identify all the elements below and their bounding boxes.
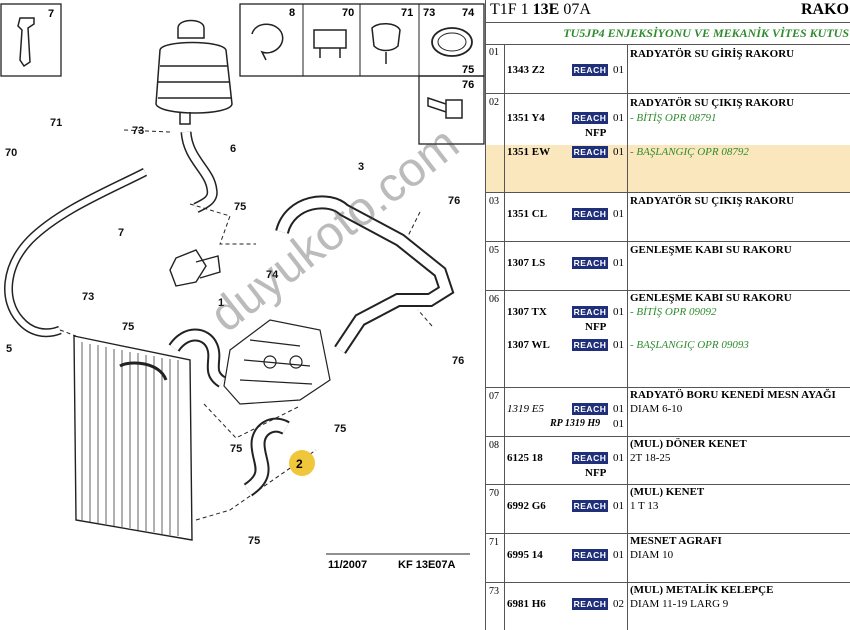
callout-75b: 75 [122, 321, 134, 333]
guide-lines [59, 129, 433, 521]
reach-badge: REACH [572, 500, 608, 512]
figure-code: KF 13E07A [398, 559, 456, 571]
reach-badge: REACH [572, 112, 608, 124]
callout-75d: 75 [334, 423, 346, 435]
catalog-subheader: TU5JP4 ENJEKSİYONU VE MEKANİK VİTES KUTU… [486, 22, 850, 45]
reach-badge: REACH [572, 339, 608, 351]
figure-footer: 11/2007 KF 13E07A [326, 553, 470, 571]
callout-75a: 75 [234, 201, 246, 213]
table-row[interactable]: 07 1319 E5 REACH 01 RADYATÖ BORU KENEDİ … [486, 388, 850, 437]
callout-76a: 76 [448, 195, 460, 207]
inset-label-71: 71 [401, 7, 413, 19]
table-row[interactable]: 01 1343 Z2 REACH 01 RADYATÖR SU GİRİŞ RA… [486, 44, 850, 94]
reach-badge: REACH [572, 403, 608, 415]
row-highlight [486, 145, 850, 192]
inset-label-74: 74 [462, 7, 475, 19]
inset-label-73: 73 [423, 7, 435, 19]
callout-2: 2 [296, 457, 303, 471]
catalog-header: T1F 1 13E 07A RAKO [486, 0, 850, 23]
table-row[interactable]: 73 6981 H6 REACH 02 (MUL) METALİK KELEPÇ… [489, 584, 774, 610]
callout-70: 70 [5, 147, 17, 159]
table-row[interactable]: 70 6992 G6 REACH 01 (MUL) KENET 1 T 13 [486, 485, 850, 534]
callout-76b: 76 [452, 355, 464, 367]
callout-1: 1 [218, 297, 224, 309]
inset-label-8: 8 [289, 7, 295, 19]
callout-2-highlight [289, 450, 315, 476]
table-row[interactable]: 08 6125 18 REACH 01 (MUL) DÖNER KENET 2T… [486, 437, 850, 485]
callout-3: 3 [358, 161, 364, 173]
inset-label-76: 76 [462, 79, 474, 91]
callout-73a: 73 [132, 125, 144, 137]
radiator [73, 335, 193, 541]
outlet-housing [169, 249, 221, 287]
callout-71: 71 [50, 117, 62, 129]
parts-catalog: T1F 1 13E 07A RAKO TU5JP4 ENJEKSİYONU VE… [485, 0, 850, 630]
inset-label-7: 7 [48, 8, 54, 20]
engine-block [223, 319, 331, 405]
table-row[interactable]: 02 1351 Y4 REACH 01 RADYATÖR SU ÇIKIŞ RA… [486, 94, 850, 193]
callout-74: 74 [266, 269, 279, 281]
reach-badge: REACH [572, 257, 608, 269]
table-row[interactable]: 06 1307 TX REACH 01 GENLEŞME KABI SU RAK… [486, 291, 850, 388]
catalog-code: T1F 1 13E 07A [490, 1, 591, 18]
inset-box-bolt: 75 76 [418, 64, 485, 145]
inset-label-70: 70 [342, 7, 354, 19]
parts-diagram: 7 8 70 71 73 74 75 76 [0, 3, 485, 571]
inset-label-75: 75 [462, 64, 474, 76]
reach-badge: REACH [572, 549, 608, 561]
callout-6: 6 [230, 143, 236, 155]
reach-badge: REACH [572, 598, 608, 610]
callout-7: 7 [118, 227, 124, 239]
reach-badge: REACH [572, 146, 608, 158]
reach-badge: REACH [572, 208, 608, 220]
reach-badge: REACH [572, 306, 608, 318]
catalog-title: RAKO [801, 1, 849, 18]
callout-75c: 75 [230, 443, 242, 455]
callout-73b: 73 [82, 291, 94, 303]
reach-badge: REACH [572, 452, 608, 464]
hose-5 [4, 167, 148, 338]
table-row[interactable]: 71 6995 14 REACH 01 MESNET AGRAFI DIAM 1… [486, 534, 850, 583]
callout-5: 5 [6, 343, 12, 355]
callout-75e: 75 [248, 535, 260, 547]
reach-badge: REACH [572, 64, 608, 76]
inset-box-clips: 8 70 71 73 74 [239, 3, 485, 77]
figure-date: 11/2007 [328, 559, 367, 571]
expansion-tank [155, 19, 233, 125]
callouts: 71 73 6 70 7 75 74 3 76 73 5 1 75 76 75 … [5, 117, 464, 547]
table-row[interactable]: 03 1351 CL REACH 01 RADYATÖR SU ÇIKIŞ RA… [486, 193, 850, 242]
inset-box-7: 7 [0, 3, 62, 77]
table-row[interactable]: 05 1307 LS REACH 01 GENLEŞME KABI SU RAK… [486, 242, 850, 291]
